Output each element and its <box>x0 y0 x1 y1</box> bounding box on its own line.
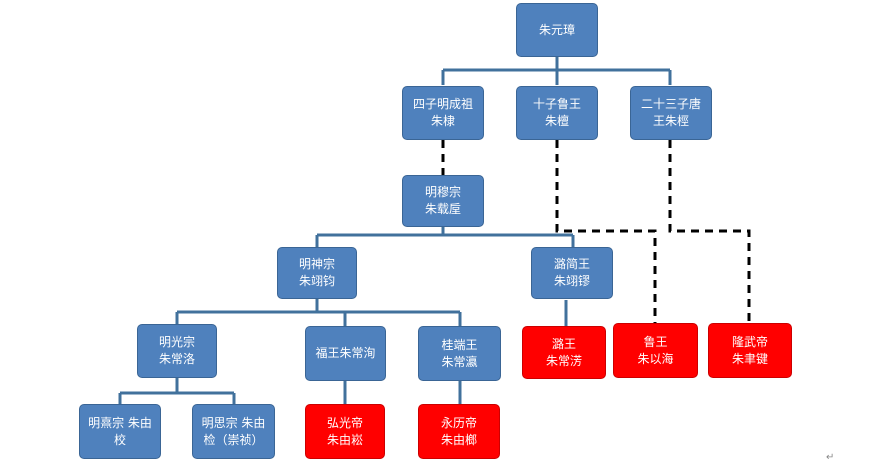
node-zhu-youlang: 永历帝朱由榔 <box>418 404 500 459</box>
node-zhu-youxiao: 明熹宗 朱由校 <box>79 404 161 459</box>
node-zhu-yousong: 弘光帝朱由崧 <box>305 404 385 459</box>
node-label-line: 朱常洛 <box>158 352 195 366</box>
node-zhu-changxun: 福王朱常洵 <box>305 326 386 381</box>
node-zhu-yiliu: 潞简王朱翊镠 <box>531 247 613 299</box>
node-label-line: 朱常瀛 <box>441 354 478 369</box>
node-zhu-yujian: 隆武帝朱聿键 <box>708 323 792 378</box>
node-label-line: 检（崇祯） <box>203 432 264 447</box>
node-zhu-tan: 十子鲁王朱檀 <box>516 86 598 140</box>
node-label-line: 四子明成祖 <box>412 97 473 111</box>
node-label-line: 弘光帝 <box>326 415 363 430</box>
node-label-line: 明神宗 <box>298 257 335 271</box>
node-label-line: 二十三子唐 <box>640 97 701 111</box>
node-label-line: 朱翊镠 <box>553 274 590 288</box>
node-label-line: 朱翊钧 <box>298 274 335 288</box>
solid-connectors <box>118 57 672 404</box>
node-zhu-youjian: 明思宗 朱由检（崇祯） <box>192 404 275 459</box>
dashed-connectors <box>441 140 751 323</box>
node-label-line: 朱元璋 <box>538 22 575 37</box>
paragraph-return-mark: ↵ <box>826 452 835 463</box>
node-zhu-di: 四子明成祖朱棣 <box>402 86 484 140</box>
node-label-line: 王朱桱 <box>652 114 689 128</box>
node-zhu-changfang: 潞王朱常淓 <box>522 326 606 379</box>
node-label-line: 隆武帝 <box>731 334 768 349</box>
node-zhu-yihai: 鲁王朱以海 <box>613 323 698 378</box>
node-label-line: 明光宗 <box>158 335 195 349</box>
node-zhu-jing: 二十三子唐王朱桱 <box>630 86 712 140</box>
node-label-line: 明穆宗 <box>424 185 461 199</box>
node-label-line: 校 <box>113 432 126 447</box>
node-zhu-changluo: 明光宗朱常洛 <box>137 324 217 378</box>
node-label-line: 桂端王 <box>441 337 478 352</box>
node-label-line: 朱载垕 <box>424 202 461 216</box>
node-label-line: 鲁王 <box>643 334 668 349</box>
node-zhu-yuanzhang: 朱元璋 <box>516 3 598 57</box>
node-zhu-zaihou: 明穆宗朱载垕 <box>402 175 484 227</box>
node-label-line: 明熹宗 朱由 <box>88 415 152 430</box>
node-zhu-changying: 桂端王朱常瀛 <box>418 326 501 381</box>
node-label-line: 十子鲁王 <box>532 97 581 111</box>
node-label-line: 朱聿键 <box>731 351 768 366</box>
node-label-line: 永历帝 <box>440 415 477 430</box>
node-label-line: 潞王 <box>551 336 576 351</box>
node-label-line: 明思宗 朱由 <box>201 415 266 430</box>
node-label-line: 朱由崧 <box>326 432 363 447</box>
node-label-line: 朱常淓 <box>545 353 582 368</box>
node-label-line: 朱由榔 <box>440 432 477 447</box>
node-label-line: 朱以海 <box>637 351 674 366</box>
node-label-line: 福王朱常洵 <box>315 346 376 360</box>
node-label-line: 潞简王 <box>553 257 590 271</box>
dashed-line <box>555 140 657 323</box>
dashed-line <box>668 140 751 323</box>
node-zhu-yijun: 明神宗朱翊钧 <box>277 247 357 299</box>
node-label-line: 朱棣 <box>430 114 455 128</box>
node-label-line: 朱檀 <box>544 114 569 128</box>
